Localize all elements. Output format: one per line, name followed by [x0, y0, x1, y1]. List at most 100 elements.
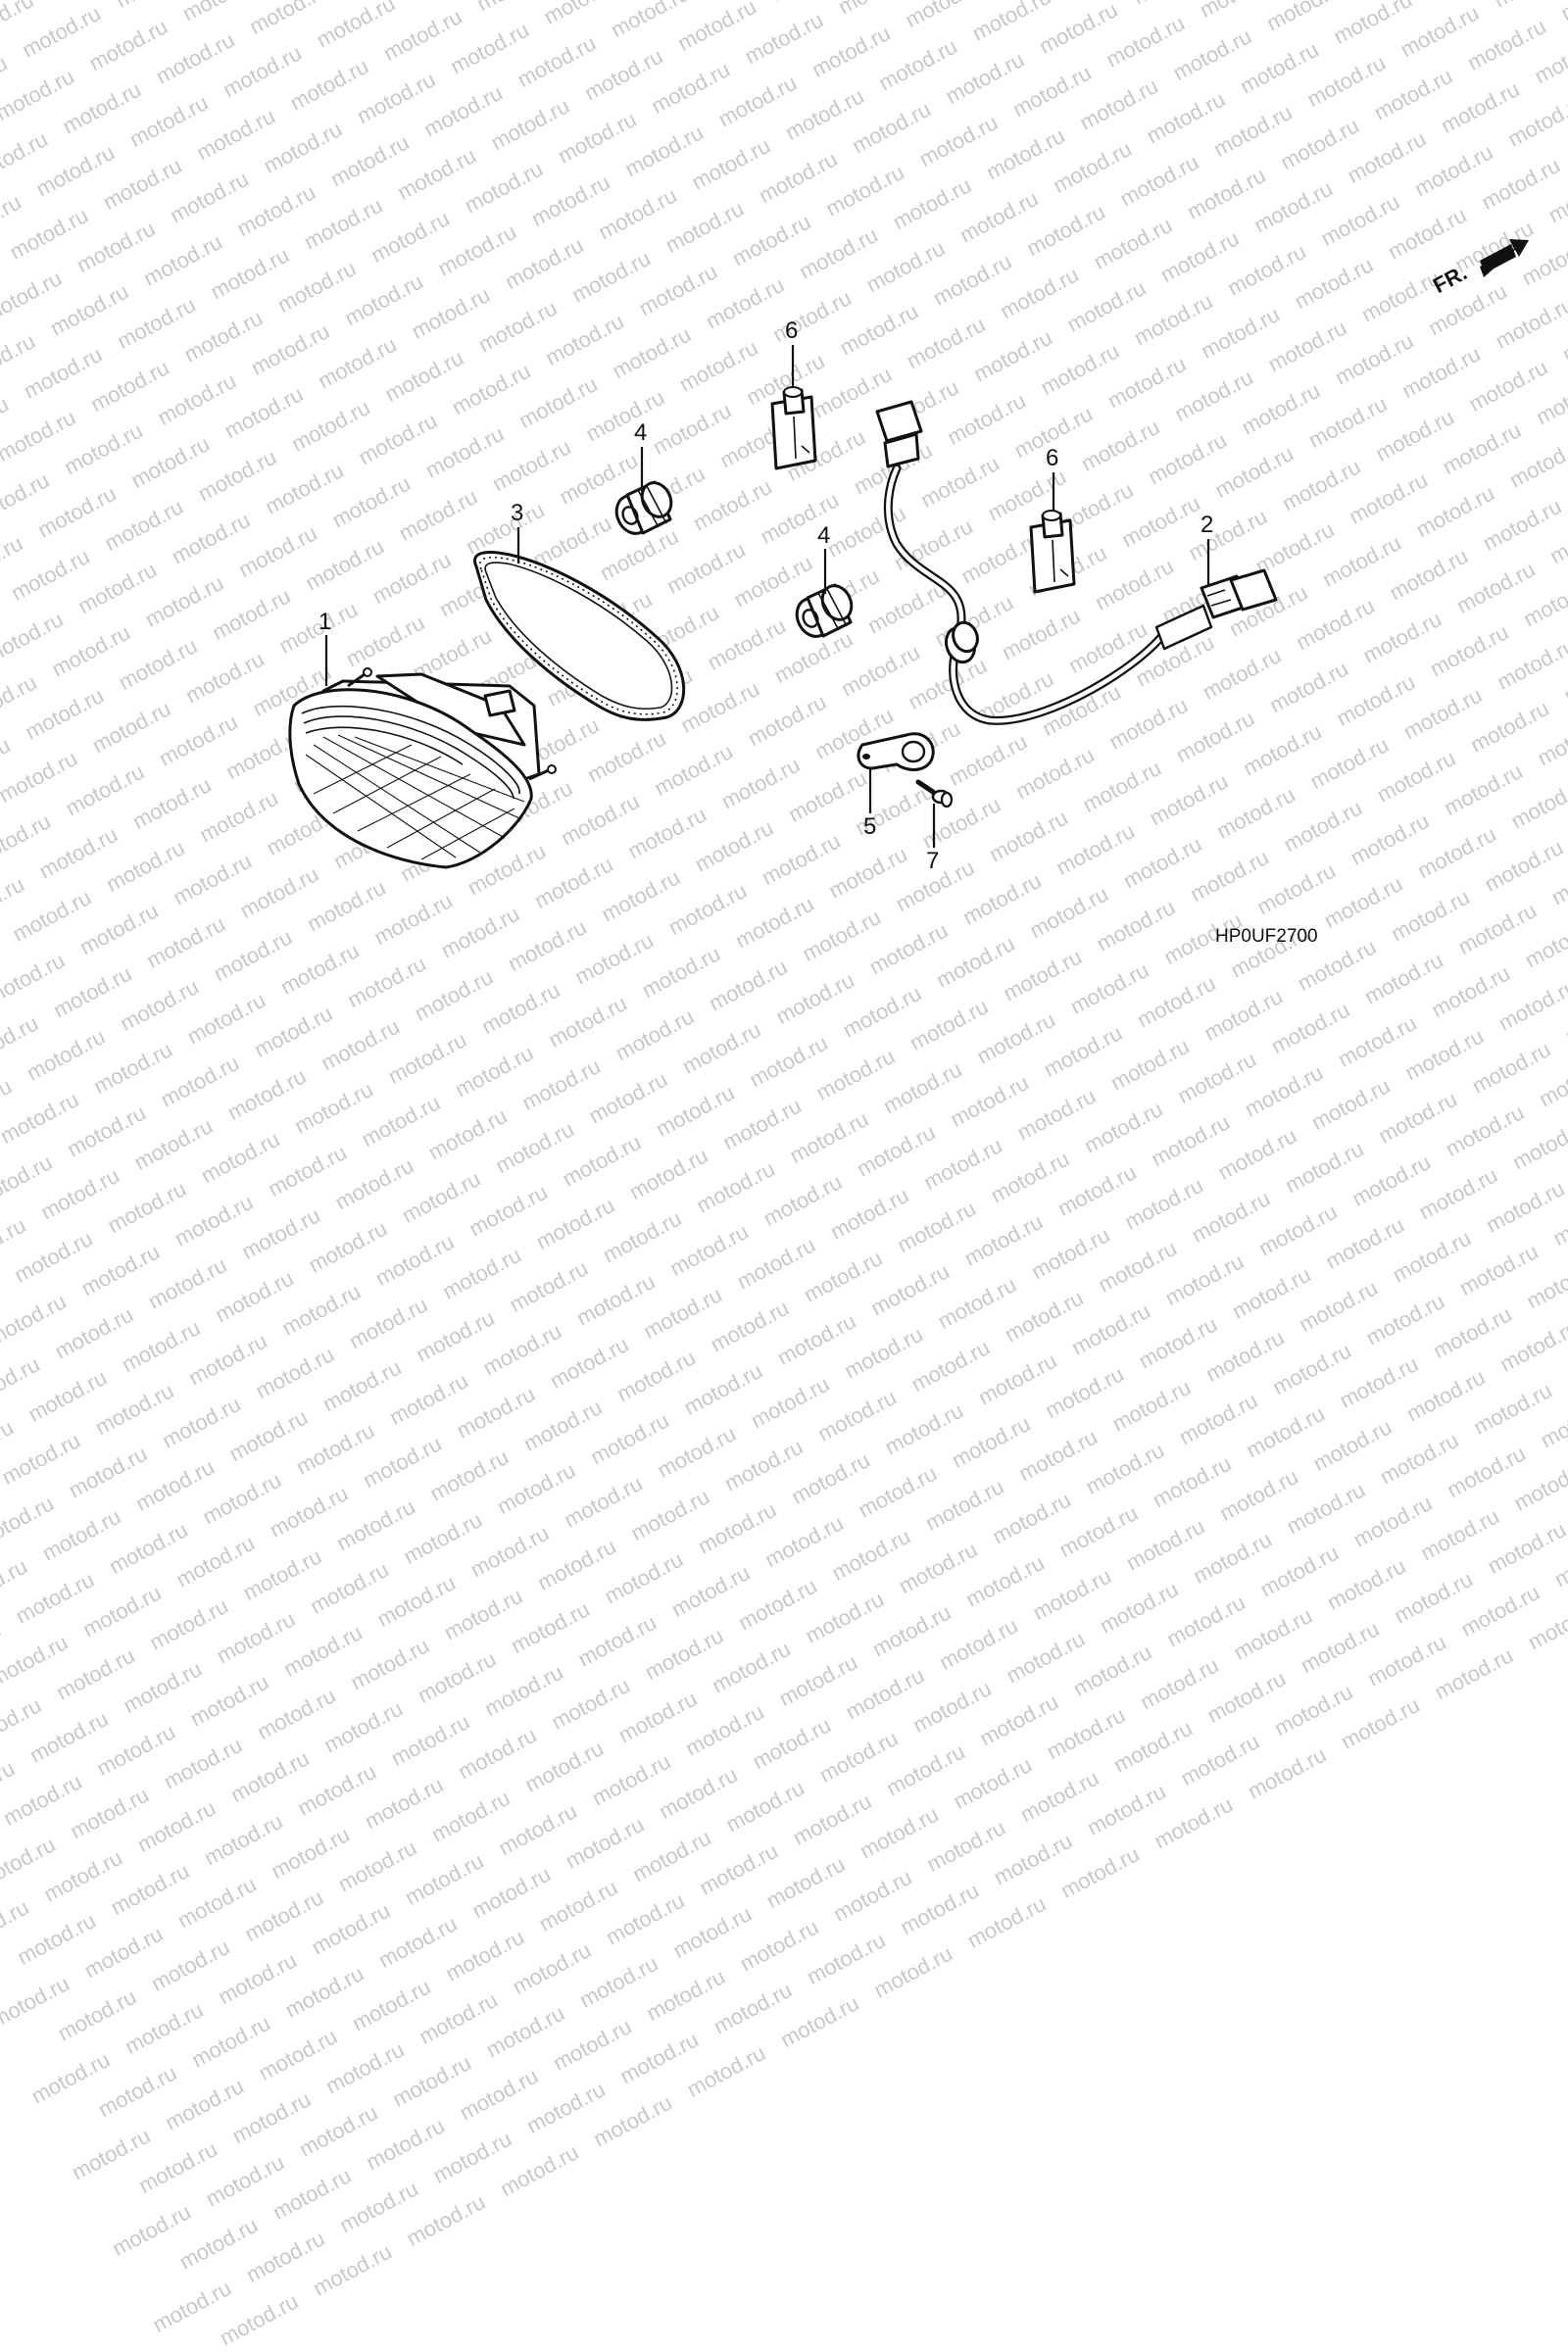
bulb-socket-part [1031, 511, 1074, 592]
watermark-text: motod.ru [1548, 1189, 1568, 1251]
watermark-text: motod.ru [158, 1392, 245, 1454]
watermark-text: motod.ru [599, 1206, 686, 1269]
watermark-text: motod.ru [562, 1812, 649, 1875]
watermark-text: motod.ru [199, 1468, 286, 1531]
watermark-text: motod.ru [295, 2100, 382, 2163]
watermark-text: motod.ru [1003, 1627, 1090, 1690]
watermark-text: motod.ru [0, 1756, 20, 1819]
watermark-text: motod.ru [1043, 1702, 1130, 1765]
watermark-text: motod.ru [1363, 1630, 1450, 1692]
watermark-text: motod.ru [160, 1733, 247, 1795]
watermark-text: motod.ru [574, 1610, 662, 1673]
watermark-text: motod.ru [279, 1620, 367, 1683]
watermark-text: motod.ru [1055, 1500, 1143, 1563]
watermark-text: motod.ru [175, 2213, 263, 2276]
watermark-text: motod.ru [988, 1488, 1075, 1550]
watermark-text: motod.ru [172, 1531, 260, 1593]
watermark-text: motod.ru [708, 1637, 795, 1699]
watermark-text: motod.ru [1283, 1477, 1370, 1540]
watermark-text: motod.ru [588, 1749, 675, 1812]
watermark-text: motod.ru [68, 2124, 155, 2186]
watermark-text: motod.ru [1242, 1401, 1329, 1464]
bulb-socket-part [772, 387, 815, 468]
watermark-text: motod.ru [1029, 1563, 1116, 1626]
watermark-text: motod.ru [362, 2113, 449, 2176]
watermark-text: motod.ru [734, 1574, 821, 1637]
watermark-text: motod.ru [66, 1783, 153, 1845]
watermark-text: motod.ru [1323, 1553, 1410, 1616]
watermark-text: motod.ru [454, 1723, 541, 1786]
watermark-text: motod.ru [1189, 1527, 1276, 1590]
watermark-text: motod.ru [161, 2074, 248, 2136]
watermark-text: motod.ru [532, 1193, 619, 1255]
watermark-text: motod.ru [1016, 1765, 1103, 1828]
watermark-text: motod.ru [334, 1836, 421, 1898]
watermark-text: motod.ru [278, 1279, 366, 1342]
watermark-text: motod.ru [1431, 1642, 1518, 1705]
watermark-text: motod.ru [52, 1643, 139, 1706]
watermark-text: motod.ru [1069, 1640, 1156, 1702]
watermark-text: motod.ru [104, 1176, 191, 1239]
watermark-text: motod.ru [522, 2077, 610, 2139]
watermark-text: motod.ru [800, 1246, 887, 1308]
watermark-text: motod.ru [1297, 1616, 1384, 1679]
watermark-text: motod.ru [348, 1974, 435, 2036]
watermark-text: motod.ru [237, 1202, 324, 1265]
wire-harness-part [877, 402, 1276, 720]
watermark-text: motod.ru [990, 1829, 1077, 1891]
watermark-text: motod.ru [519, 1395, 607, 1457]
watermark-text: motod.ru [935, 1613, 1022, 1676]
watermark-text: motod.ru [869, 1941, 956, 2004]
screw-part [918, 782, 952, 807]
watermark-text: motod.ru [535, 1875, 622, 1937]
watermark-text: motod.ru [214, 1947, 301, 2010]
watermark-text: motod.ru [1109, 1716, 1197, 1779]
watermark-text: motod.ru [681, 1699, 768, 1762]
watermark-text: motod.ru [466, 1521, 554, 1584]
watermark-text: motod.ru [1135, 1312, 1222, 1375]
watermark-text: motod.ru [572, 1269, 660, 1332]
watermark-text: motod.ru [921, 1474, 1008, 1537]
watermark-text: motod.ru [1510, 1454, 1568, 1517]
watermark-text: motod.ru [1161, 1249, 1249, 1311]
watermark-text: motod.ru [720, 1435, 808, 1497]
watermark-text: motod.ru [856, 1802, 943, 1865]
watermark-text: motod.ru [403, 2189, 490, 2252]
watermark-text: motod.ru [1295, 1275, 1382, 1338]
watermark-text: motod.ru [1309, 1414, 1396, 1477]
watermark-text: motod.ru [305, 1216, 392, 1279]
watermark-text: motod.ru [1122, 1514, 1209, 1577]
watermark-text: motod.ru [1136, 1653, 1223, 1716]
watermark-text: motod.ru [1041, 1361, 1128, 1424]
watermark-text: motod.ru [1228, 1262, 1315, 1325]
watermark-text: motod.ru [736, 1915, 823, 1978]
watermark-text: motod.ru [412, 1305, 499, 1368]
watermark-text: motod.ru [602, 1888, 689, 1951]
watermark-text: motod.ru [0, 1769, 86, 1832]
watermark-text: motod.ru [429, 2127, 516, 2189]
watermark-text: motod.ru [614, 1686, 702, 1748]
watermark-text: motod.ru [38, 1504, 125, 1567]
watermark-text: motod.ru [1188, 1186, 1275, 1249]
watermark-text: motod.ru [868, 1600, 956, 1663]
watermark-text: motod.ru [1256, 1541, 1344, 1603]
watermark-text: motod.ru [94, 2060, 181, 2123]
watermark-text: motod.ru [934, 1272, 1021, 1335]
watermark-text: motod.ru [202, 2150, 289, 2213]
watermark-text: motod.ru [108, 2199, 195, 2262]
watermark-text: motod.ru [1067, 1298, 1154, 1361]
watermark-text: motod.ru [27, 2047, 115, 2110]
watermark-text: motod.ru [842, 1663, 929, 1726]
watermark-text: motod.ru [950, 1752, 1037, 1815]
watermark-text: motod.ru [1215, 1464, 1302, 1527]
watermark-text: motod.ru [1083, 1779, 1170, 1841]
watermark-text: motod.ru [549, 2014, 636, 2077]
watermark-text: motod.ru [0, 1692, 46, 1755]
cable-clamp-part [858, 734, 933, 770]
watermark-text: motod.ru [694, 1497, 781, 1560]
watermark-text: motod.ru [627, 1484, 714, 1546]
watermark-text: motod.ru [388, 2050, 475, 2113]
watermark-text: motod.ru [321, 2037, 409, 2100]
watermark-text: motod.ru [0, 1415, 18, 1478]
watermark-text: motod.ru [13, 1908, 100, 1971]
